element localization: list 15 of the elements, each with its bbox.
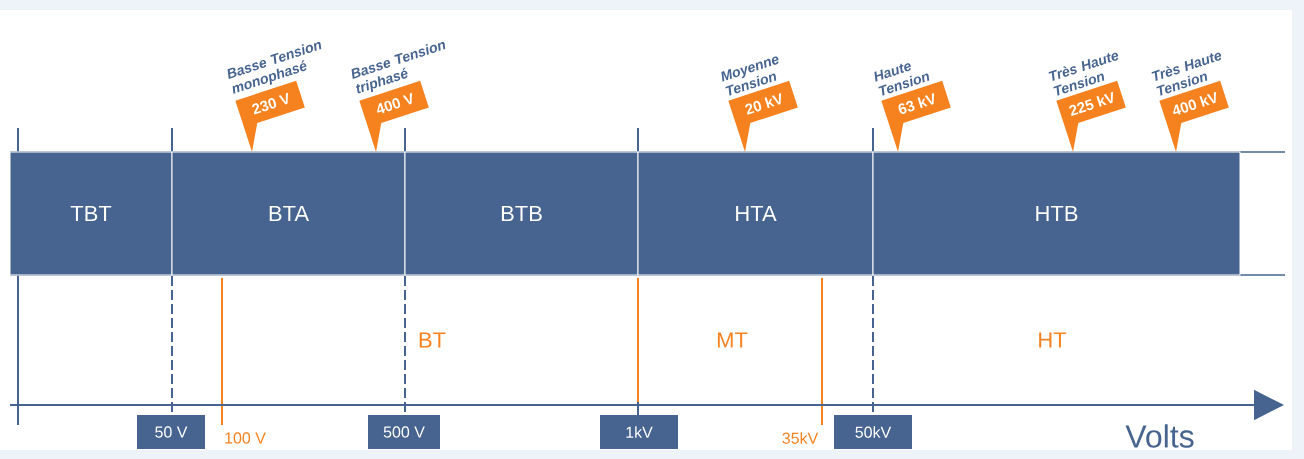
axis-label: Volts xyxy=(1125,424,1194,448)
range-label: 35kV xyxy=(782,432,819,444)
range-label: HT xyxy=(1039,332,1067,348)
band-segment: HTB xyxy=(872,151,1241,276)
band-segment: BTB xyxy=(404,151,639,276)
tick-label: 50kV xyxy=(834,415,912,449)
band-segment: TBT xyxy=(9,151,173,276)
band-segment: BTA xyxy=(171,151,406,276)
range-label: MT xyxy=(717,332,748,348)
range-label: 100 V xyxy=(225,432,266,444)
band-segment: HTA xyxy=(637,151,874,276)
tick-label: 500 V xyxy=(368,415,440,449)
range-label: BT xyxy=(419,332,446,348)
tick-label: 1kV xyxy=(600,415,678,449)
tick-label: 50 V xyxy=(137,415,205,449)
